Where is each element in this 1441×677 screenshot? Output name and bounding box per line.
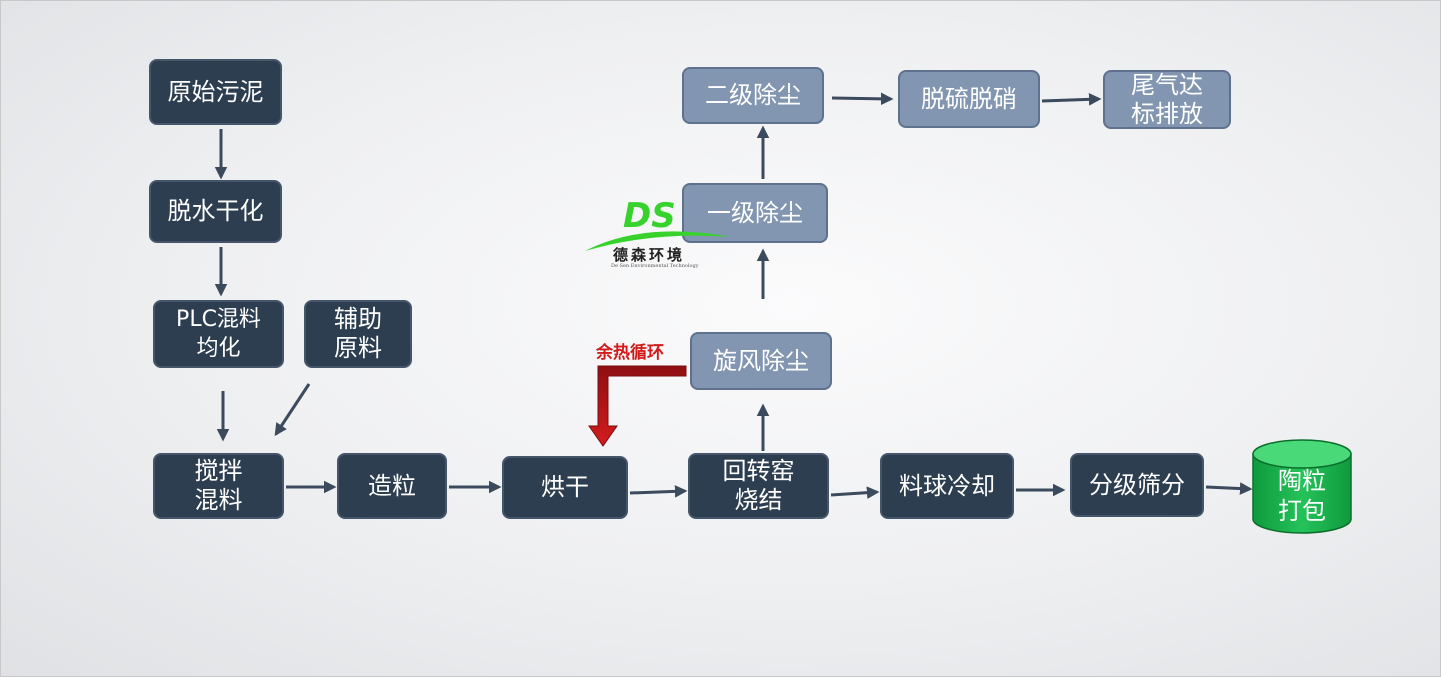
logo-name: 德森环境 — [613, 246, 686, 264]
node-aux-material: 辅助 原料 — [304, 300, 412, 368]
node-dry: 烘干 — [502, 456, 628, 519]
node-desulf-denitr: 脱硫脱硝 — [898, 70, 1040, 128]
node-screening: 分级筛分 — [1070, 453, 1204, 517]
node-exhaust-emission: 尾气达 标排放 — [1103, 70, 1231, 129]
node-ball-cooling: 料球冷却 — [880, 453, 1014, 519]
node-rotary-kiln: 回转窑 烧结 — [688, 453, 829, 519]
logo-mark: DS — [623, 196, 676, 236]
arrow-dust2-to-desulf — [831, 92, 894, 106]
node-granulate: 造粒 — [337, 453, 447, 519]
arrow-screen-to-pack — [1205, 482, 1253, 495]
node-raw-sludge: 原始污泥 — [149, 59, 282, 125]
arrow-aux-to-stir — [274, 383, 311, 437]
arrow-desulf-to-exhaust — [1041, 93, 1102, 106]
node-plc-mixing: PLC混料 均化 — [153, 300, 284, 368]
arrow-kiln-to-cool — [830, 486, 880, 499]
node-dewater-dry: 脱水干化 — [149, 180, 282, 243]
node-secondary-dust: 二级除尘 — [682, 67, 824, 124]
node-cyclone-dust: 旋风除尘 — [690, 332, 832, 390]
recirc-arrow — [588, 365, 687, 447]
company-logo: DS — [585, 196, 731, 251]
arrow-dry-to-kiln — [629, 485, 688, 498]
node-stir-mixing: 搅拌 混料 — [153, 453, 284, 519]
node-ceramsite-pack: 陶粒 打包 — [1278, 467, 1326, 525]
recirc-label: 余热循环 — [596, 343, 664, 363]
logo-subtitle: De Sen Environmental Technology — [611, 263, 699, 269]
node-primary-dust: 一级除尘 — [682, 183, 828, 243]
pack-cylinder — [1252, 439, 1352, 534]
